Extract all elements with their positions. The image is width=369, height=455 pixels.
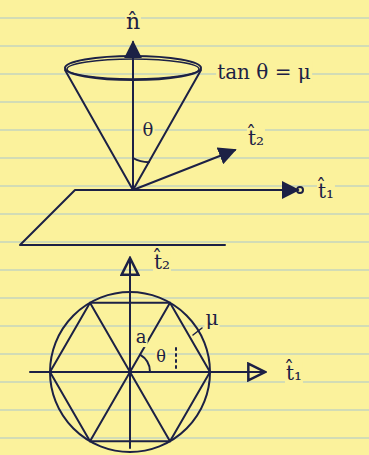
ruled-line — [0, 242, 369, 243]
axis-label: θ — [142, 120, 155, 140]
ruled-line — [0, 270, 369, 271]
ruled-lines — [0, 18, 369, 438]
cone-side — [133, 70, 201, 190]
ruled-line — [0, 298, 369, 299]
ruled-line — [0, 438, 369, 439]
ruled-line — [0, 18, 369, 19]
ruled-line — [0, 214, 369, 215]
axis-label: a — [135, 327, 148, 347]
angle-arc — [133, 158, 149, 162]
normal-arrow — [132, 42, 134, 190]
ruled-line — [0, 46, 369, 47]
axis-label: t̂₁ — [317, 180, 335, 202]
cone-side — [65, 70, 133, 190]
leader-line — [193, 328, 202, 335]
angle-arc — [140, 355, 150, 372]
axis-label: t̂₂ — [153, 251, 171, 273]
axis-label: n̂ — [125, 10, 141, 34]
arrow-tip-dot — [297, 187, 303, 193]
t1-axis — [30, 371, 265, 373]
ruled-line — [0, 102, 369, 103]
tangent-t2-arrow — [133, 150, 235, 190]
friction-circle — [50, 292, 210, 452]
axis-label: μ — [205, 307, 220, 329]
t2-axis — [129, 258, 131, 448]
ruled-line — [0, 410, 369, 411]
axis-label: θ — [155, 348, 167, 366]
dotted-line — [175, 348, 177, 371]
tangent-plane — [20, 190, 280, 245]
hexagon-diagonal — [90, 303, 170, 442]
axis-label: tan θ = μ — [216, 61, 312, 83]
ruled-line — [0, 74, 369, 75]
axis-label: t̂₂ — [247, 127, 265, 149]
hexagon-diagonal — [90, 303, 170, 442]
ruled-line — [0, 354, 369, 355]
friction-hexagon — [50, 303, 210, 442]
ruled-line — [0, 130, 369, 131]
tangent-t1-arrow — [133, 189, 298, 191]
axis-label: t̂₁ — [285, 362, 303, 384]
ruled-line — [0, 158, 369, 159]
ruled-line — [0, 186, 369, 187]
